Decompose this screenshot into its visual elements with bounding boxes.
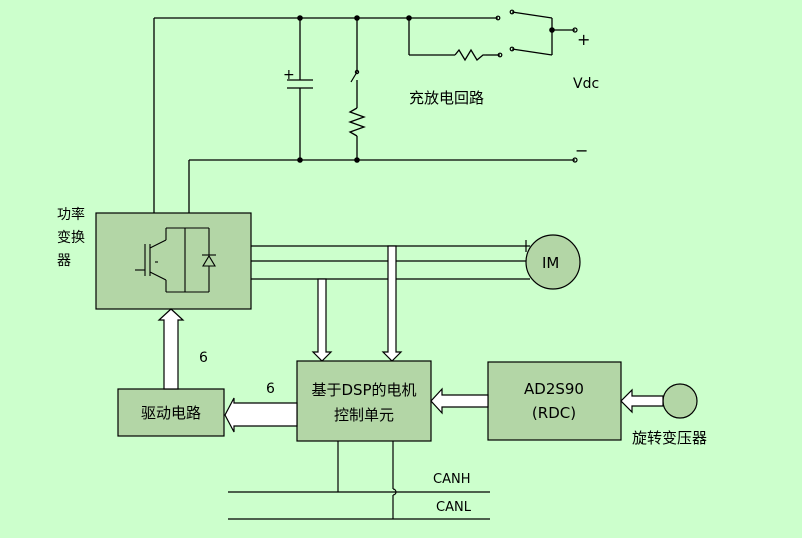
- ad2s90-label: AD2S90: [524, 380, 584, 398]
- can-bus: [228, 441, 490, 520]
- driver-circuit-block: [117, 388, 225, 437]
- vdc-plus-label: +: [577, 30, 590, 49]
- power-converter-label-3: 器: [57, 253, 71, 269]
- junction-dots: [297, 15, 555, 163]
- position-arrow: [430, 387, 489, 415]
- power-converter-label-2: 变换: [57, 229, 85, 246]
- voltage-sense-arrow: [381, 245, 403, 362]
- dsp-control-block: [296, 360, 432, 442]
- pwm-count-vertical: 6: [199, 350, 208, 366]
- switch-contacts: [350, 9, 578, 163]
- power-converter-label-1: 功率: [57, 206, 85, 223]
- vdc-label: Vdc: [573, 76, 599, 92]
- gate-drive-arrow: [157, 308, 185, 390]
- ad2s90-block: [487, 361, 622, 441]
- current-sense-arrow: [311, 278, 333, 362]
- vdc-minus-label: −: [575, 141, 588, 160]
- resolver-label: 旋转变压器: [632, 429, 707, 447]
- pwm-count-horizontal: 6: [266, 381, 275, 397]
- power-converter-block: [95, 212, 252, 310]
- pwm-arrow: [224, 397, 298, 433]
- canh-label: CANH: [433, 472, 470, 487]
- resolver-icon: [662, 383, 698, 419]
- dsp-label-2: 控制单元: [334, 406, 394, 424]
- canl-label: CANL: [436, 500, 472, 515]
- dsp-label-1: 基于DSP的电机: [311, 381, 416, 399]
- dc-bus-circuit: [153, 11, 575, 213]
- motor-im-icon: [525, 234, 581, 290]
- motor-label: IM: [542, 254, 559, 272]
- resolver-arrow: [620, 388, 664, 414]
- driver-label: 驱动电路: [141, 404, 201, 422]
- capacitor-plus-label: +: [283, 67, 295, 83]
- rdc-label: (RDC): [532, 404, 576, 422]
- charge-circuit-label: 充放电回路: [409, 89, 484, 107]
- igbt-diode-icon: [135, 227, 216, 293]
